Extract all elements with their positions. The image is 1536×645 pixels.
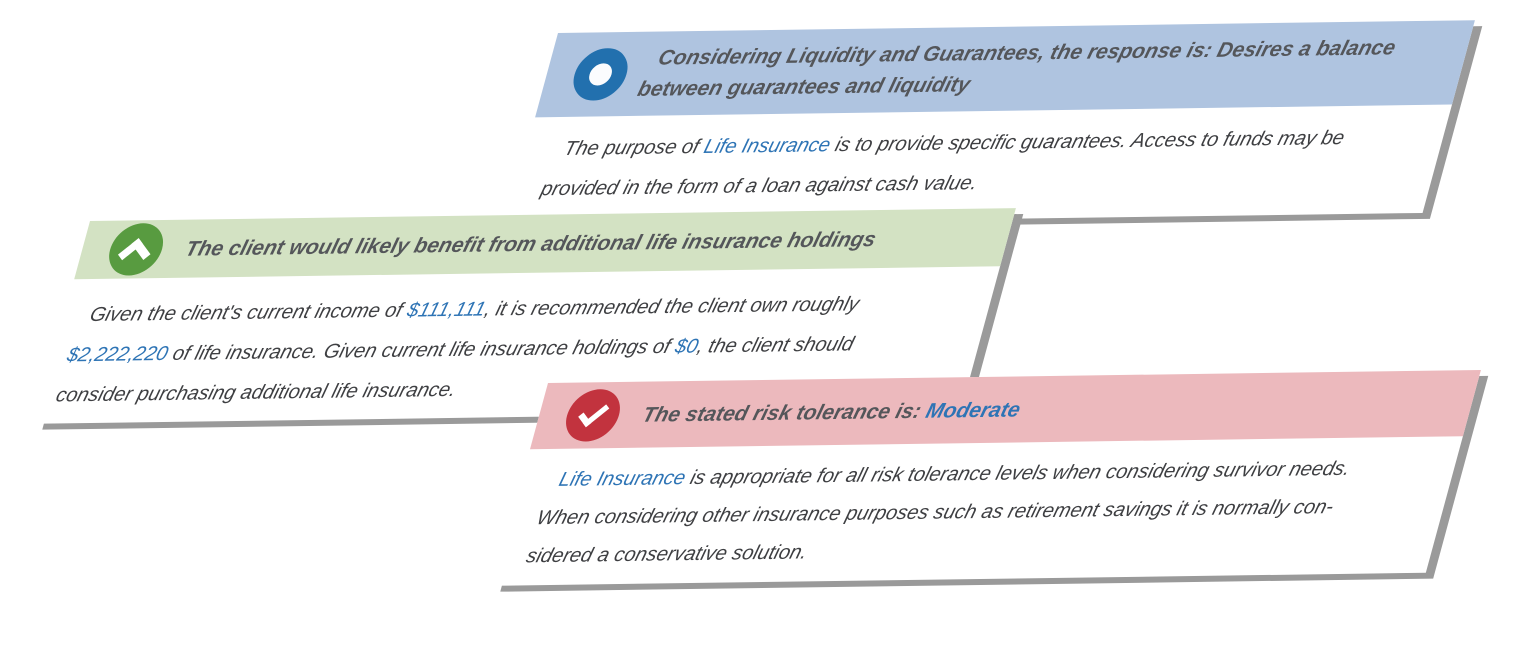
text-run: , it is recommended the client own rough… xyxy=(482,293,862,321)
text-run: between guarantees and liquidity xyxy=(635,73,973,101)
text-run: provided in the form of a loan against c… xyxy=(538,172,981,201)
text-run: When considering other insurance purpose… xyxy=(534,496,1337,530)
card-risk-header: The stated risk tolerance is: Moderate xyxy=(529,369,1481,450)
card-benefit-title: The client would likely benefit from add… xyxy=(78,223,894,265)
text-run: Given the client's current income of xyxy=(87,299,411,327)
current-income-link[interactable]: $111,111 xyxy=(404,298,489,322)
arrow-up-circle-icon xyxy=(102,222,170,276)
text-run: consider purchasing additional life insu… xyxy=(53,378,459,407)
recommended-amount-link[interactable]: $2,222,220 xyxy=(64,342,171,367)
card-liquidity-title: Considering Liquidity and Guarantees, th… xyxy=(538,32,1413,106)
card-risk-body: Life Insurance is appropriate for all ri… xyxy=(496,436,1463,576)
card-risk-tolerance: The stated risk tolerance is: Moderate L… xyxy=(492,369,1481,586)
card-liquidity-guarantees: Considering Liquidity and Guarantees, th… xyxy=(505,20,1475,226)
check-circle-icon xyxy=(559,388,627,442)
text-run: is appropriate for all risk tolerance le… xyxy=(682,457,1353,490)
text-run: is to provide specific guarantees. Acces… xyxy=(827,126,1347,157)
text-run: of life insurance. Given current life in… xyxy=(164,335,679,365)
text-run: The stated risk tolerance is: xyxy=(639,399,930,427)
text-run: , the client should xyxy=(694,333,857,358)
risk-tolerance-link[interactable]: Moderate xyxy=(923,397,1024,423)
text-run: The purpose of xyxy=(561,135,708,160)
card-liquidity-body: The purpose of Life Insurance is to prov… xyxy=(510,105,1452,210)
life-insurance-link[interactable]: Life Insurance xyxy=(556,467,689,491)
text-run: sidered a conservative solution. xyxy=(523,541,810,568)
text-run: The client would likely benefit from add… xyxy=(182,227,879,261)
card-liquidity-header: Considering Liquidity and Guarantees, th… xyxy=(535,20,1475,118)
text-run: Considering Liquidity and Guarantees, th… xyxy=(655,36,1399,70)
life-insurance-link[interactable]: Life Insurance xyxy=(701,134,834,159)
